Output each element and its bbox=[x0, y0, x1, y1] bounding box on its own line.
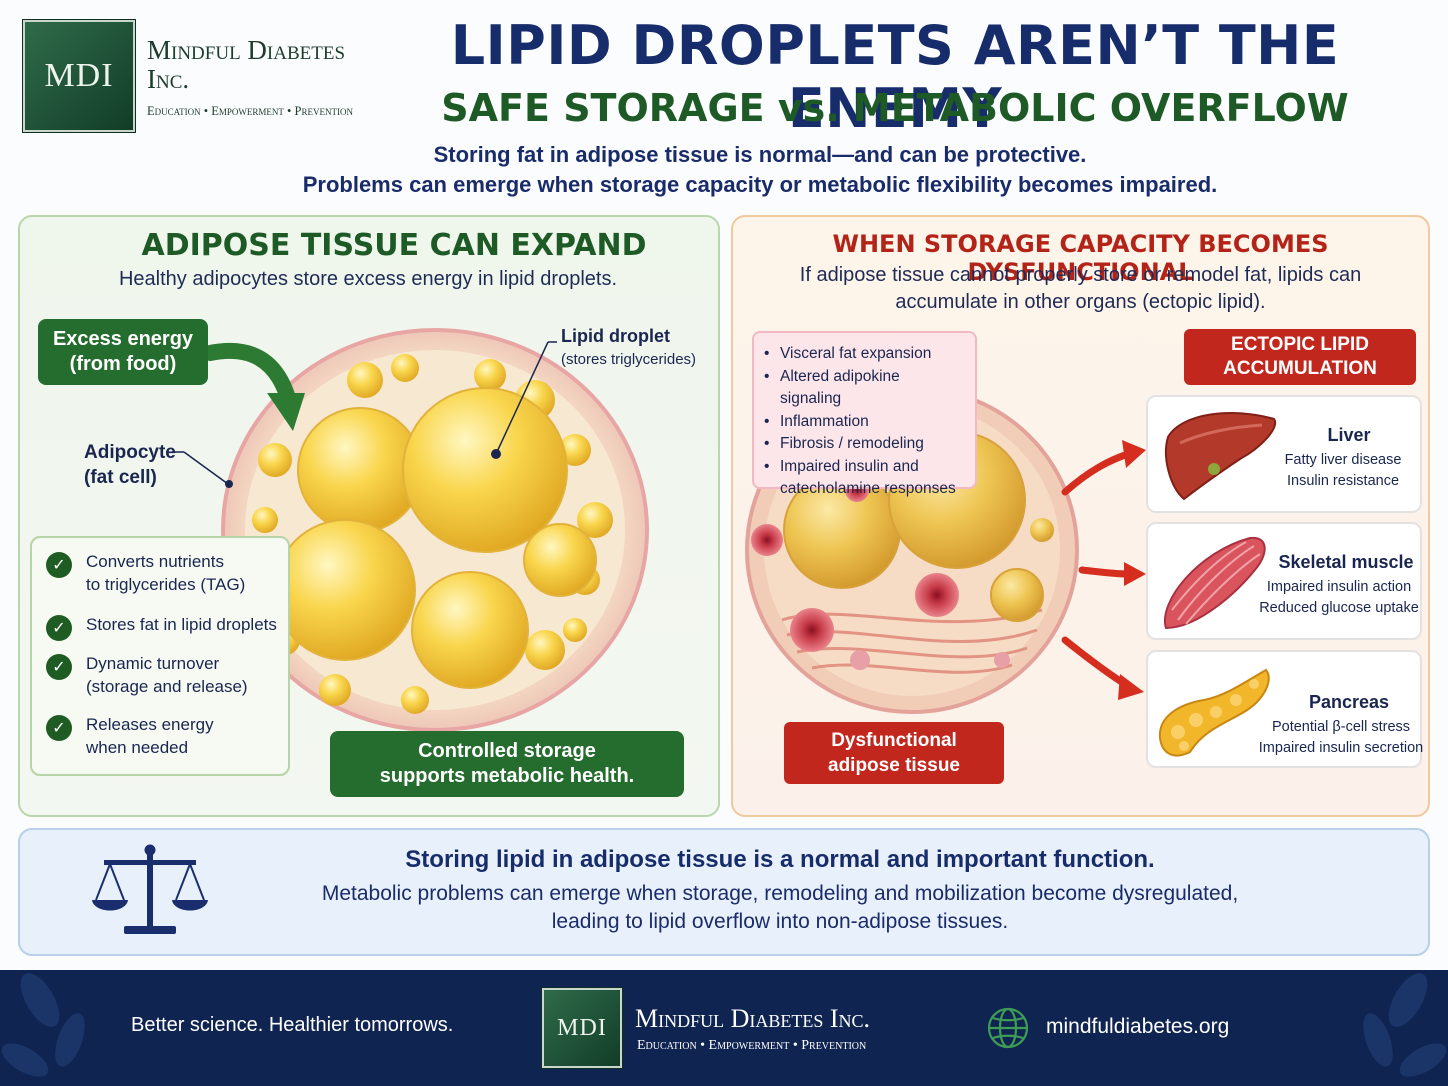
large-lipid-droplet bbox=[274, 519, 416, 661]
intro-line-2: Problems can emerge when storage capacit… bbox=[302, 172, 1218, 197]
organ-desc-line: Impaired insulin action bbox=[1266, 579, 1412, 595]
list-item-text: Stores fat in lipid droplets bbox=[86, 615, 277, 634]
page-title: LIPID DROPLETS AREN’T THE ENEMY bbox=[450, 14, 1340, 140]
large-lipid-droplet bbox=[523, 523, 597, 597]
organ-card-liver: Liver Fatty liver disease Insulin resist… bbox=[1146, 395, 1422, 513]
leaf-decoration-icon bbox=[1, 973, 85, 1077]
adipocyte-functions-list: ✓ Converts nutrients to triglycerides (TA… bbox=[30, 536, 290, 776]
list-item: ✓ Dynamic turnover (storage and release) bbox=[46, 652, 248, 698]
dysfunctional-line2: adipose tissue bbox=[828, 755, 960, 776]
inflammatory-cell bbox=[790, 608, 834, 652]
brand-logo-text: MDI bbox=[44, 57, 114, 94]
inflammatory-cell bbox=[915, 573, 959, 617]
adipocyte-pointer bbox=[172, 451, 233, 488]
organ-desc-line: Potential β-cell stress bbox=[1271, 719, 1411, 735]
list-item: Impaired insulin and catecholamine respo… bbox=[764, 456, 965, 501]
check-icon: ✓ bbox=[46, 552, 72, 578]
organ-description: Impaired insulin action Reduced glucose … bbox=[1254, 577, 1424, 619]
right-panel-heading: WHEN STORAGE CAPACITY BECOMES DYSFUNCTIO… bbox=[832, 230, 1329, 286]
footer-logo-text: MDI bbox=[557, 1014, 607, 1041]
left-panel-subheading: Healthy adipocytes store excess energy i… bbox=[118, 268, 618, 290]
dysfunction-features-list: Visceral fat expansion Altered adipokine… bbox=[752, 331, 977, 497]
left-panel-heading: ADIPOSE TISSUE CAN EXPAND bbox=[141, 228, 647, 263]
energy-arrow bbox=[205, 342, 305, 431]
summary-body-2: leading to lipid overflow into non-adipo… bbox=[551, 910, 1009, 933]
list-item-text: when needed bbox=[86, 738, 189, 757]
right-panel-subheading-2: accumulate in other organs (ectopic lipi… bbox=[895, 291, 1266, 313]
scales-icon bbox=[92, 844, 208, 934]
healthy-adipocyte-illustration bbox=[221, 328, 649, 732]
organ-desc-line: Reduced glucose uptake bbox=[1259, 600, 1419, 616]
check-icon: ✓ bbox=[46, 715, 72, 741]
organ-card-pancreas: Pancreas Potential β-cell stress Impaire… bbox=[1146, 650, 1424, 768]
check-icon: ✓ bbox=[46, 654, 72, 680]
dysfunctional-line1: Dysfunctional bbox=[831, 730, 957, 751]
inflammatory-cell bbox=[751, 524, 783, 556]
organ-description: Potential β-cell stress Impaired insulin… bbox=[1258, 717, 1424, 759]
list-item: ✓ Converts nutrients to triglycerides (TA… bbox=[46, 550, 245, 596]
organ-card-skeletal-muscle: Skeletal muscle Impaired insulin action … bbox=[1146, 522, 1422, 640]
list-item-text: Dynamic turnover bbox=[86, 654, 220, 673]
brand-logo: MDI bbox=[23, 20, 135, 132]
intro-line-1: Storing fat in adipose tissue is normal—… bbox=[433, 142, 1087, 167]
large-lipid-droplet bbox=[411, 571, 529, 689]
footer-slogan: Better science. Healthier tomorrows. bbox=[131, 1014, 454, 1036]
check-icon: ✓ bbox=[46, 615, 72, 641]
list-item-text: Converts nutrients bbox=[86, 552, 224, 571]
excess-energy-label: Excess energy (from food) bbox=[38, 319, 208, 385]
right-panel-subheading-1: If adipose tissue cannot properly store … bbox=[799, 264, 1362, 286]
ectopic-lipid-banner: ECTOPIC LIPID ACCUMULATION bbox=[1184, 329, 1416, 385]
large-lipid-droplet bbox=[402, 387, 568, 553]
footer-brand-tagline: Education • Empowerment • Prevention bbox=[637, 1038, 867, 1053]
footer: Better science. Healthier tomorrows. MDI… bbox=[0, 970, 1448, 1086]
overflow-arrows bbox=[1061, 440, 1146, 700]
excess-energy-line2: (from food) bbox=[69, 353, 177, 375]
dysfunctional-adipose-label: Dysfunctional adipose tissue bbox=[784, 722, 1004, 784]
lipid-droplet-note: (stores triglycerides) bbox=[561, 351, 697, 368]
ectopic-line1: ECTOPIC LIPID bbox=[1231, 334, 1369, 355]
list-item-text: (storage and release) bbox=[86, 677, 248, 696]
pancreas-icon bbox=[1158, 668, 1270, 757]
controlled-storage-line1: Controlled storage bbox=[418, 740, 596, 762]
excess-energy-line1: Excess energy bbox=[52, 328, 194, 350]
adipocyte-line1: Adipocyte bbox=[84, 442, 176, 463]
organ-desc-line: Insulin resistance bbox=[1286, 473, 1400, 489]
lipid-droplet-label: Lipid droplet (stores triglycerides) bbox=[561, 326, 696, 368]
list-item: Visceral fat expansion bbox=[764, 343, 965, 366]
adipocyte-label: Adipocyte (fat cell) bbox=[84, 440, 176, 490]
page-subtitle: SAFE STORAGE vs. METABOLIC OVERFLOW bbox=[441, 86, 1349, 130]
summary-body-1: Metabolic problems can emerge when stora… bbox=[321, 882, 1239, 905]
organ-name: Liver bbox=[1327, 425, 1371, 445]
list-item: ✓ Releases energy when needed bbox=[46, 713, 214, 759]
dysfunctional-adipocyte-illustration bbox=[745, 386, 1079, 714]
muscle-icon bbox=[1163, 536, 1266, 630]
liver-icon bbox=[1164, 412, 1277, 501]
footer-brand-name: Mindful Diabetes Inc. bbox=[635, 1004, 871, 1033]
list-item: Fibrosis / remodeling bbox=[764, 433, 965, 456]
organ-description: Fatty liver disease Insulin resistance bbox=[1264, 450, 1422, 492]
organ-desc-line: Impaired insulin secretion bbox=[1258, 740, 1424, 756]
website-link[interactable]: mindfuldiabetes.org bbox=[1046, 1015, 1230, 1038]
adipocyte-line2: (fat cell) bbox=[84, 467, 157, 488]
lipid-droplet-title: Lipid droplet bbox=[561, 326, 670, 346]
footer-brand-logo: MDI bbox=[542, 988, 622, 1068]
summary-box bbox=[18, 828, 1430, 956]
organ-name: Pancreas bbox=[1308, 692, 1390, 712]
list-item-text: to triglycerides (TAG) bbox=[86, 575, 246, 594]
organ-desc-line: Fatty liver disease bbox=[1284, 452, 1402, 468]
list-item: ✓ Stores fat in lipid droplets bbox=[46, 613, 277, 641]
list-item: Altered adipokine signaling bbox=[764, 366, 965, 411]
globe-icon bbox=[987, 1007, 1029, 1049]
summary-headline: Storing lipid in adipose tissue is a nor… bbox=[405, 846, 1155, 873]
list-item-text: Releases energy bbox=[86, 715, 214, 734]
brand-tagline: Education • Empowerment • Prevention bbox=[147, 104, 353, 118]
leaf-decoration-icon bbox=[1363, 973, 1447, 1077]
ectopic-line2: ACCUMULATION bbox=[1223, 358, 1377, 379]
controlled-storage-line2: supports metabolic health. bbox=[379, 765, 635, 787]
controlled-storage-banner: Controlled storage supports metabolic he… bbox=[330, 731, 684, 797]
organ-name: Skeletal muscle bbox=[1278, 552, 1414, 572]
brand-name: Mindful Diabetes Inc. bbox=[147, 35, 346, 94]
list-item: Inflammation bbox=[764, 411, 965, 434]
